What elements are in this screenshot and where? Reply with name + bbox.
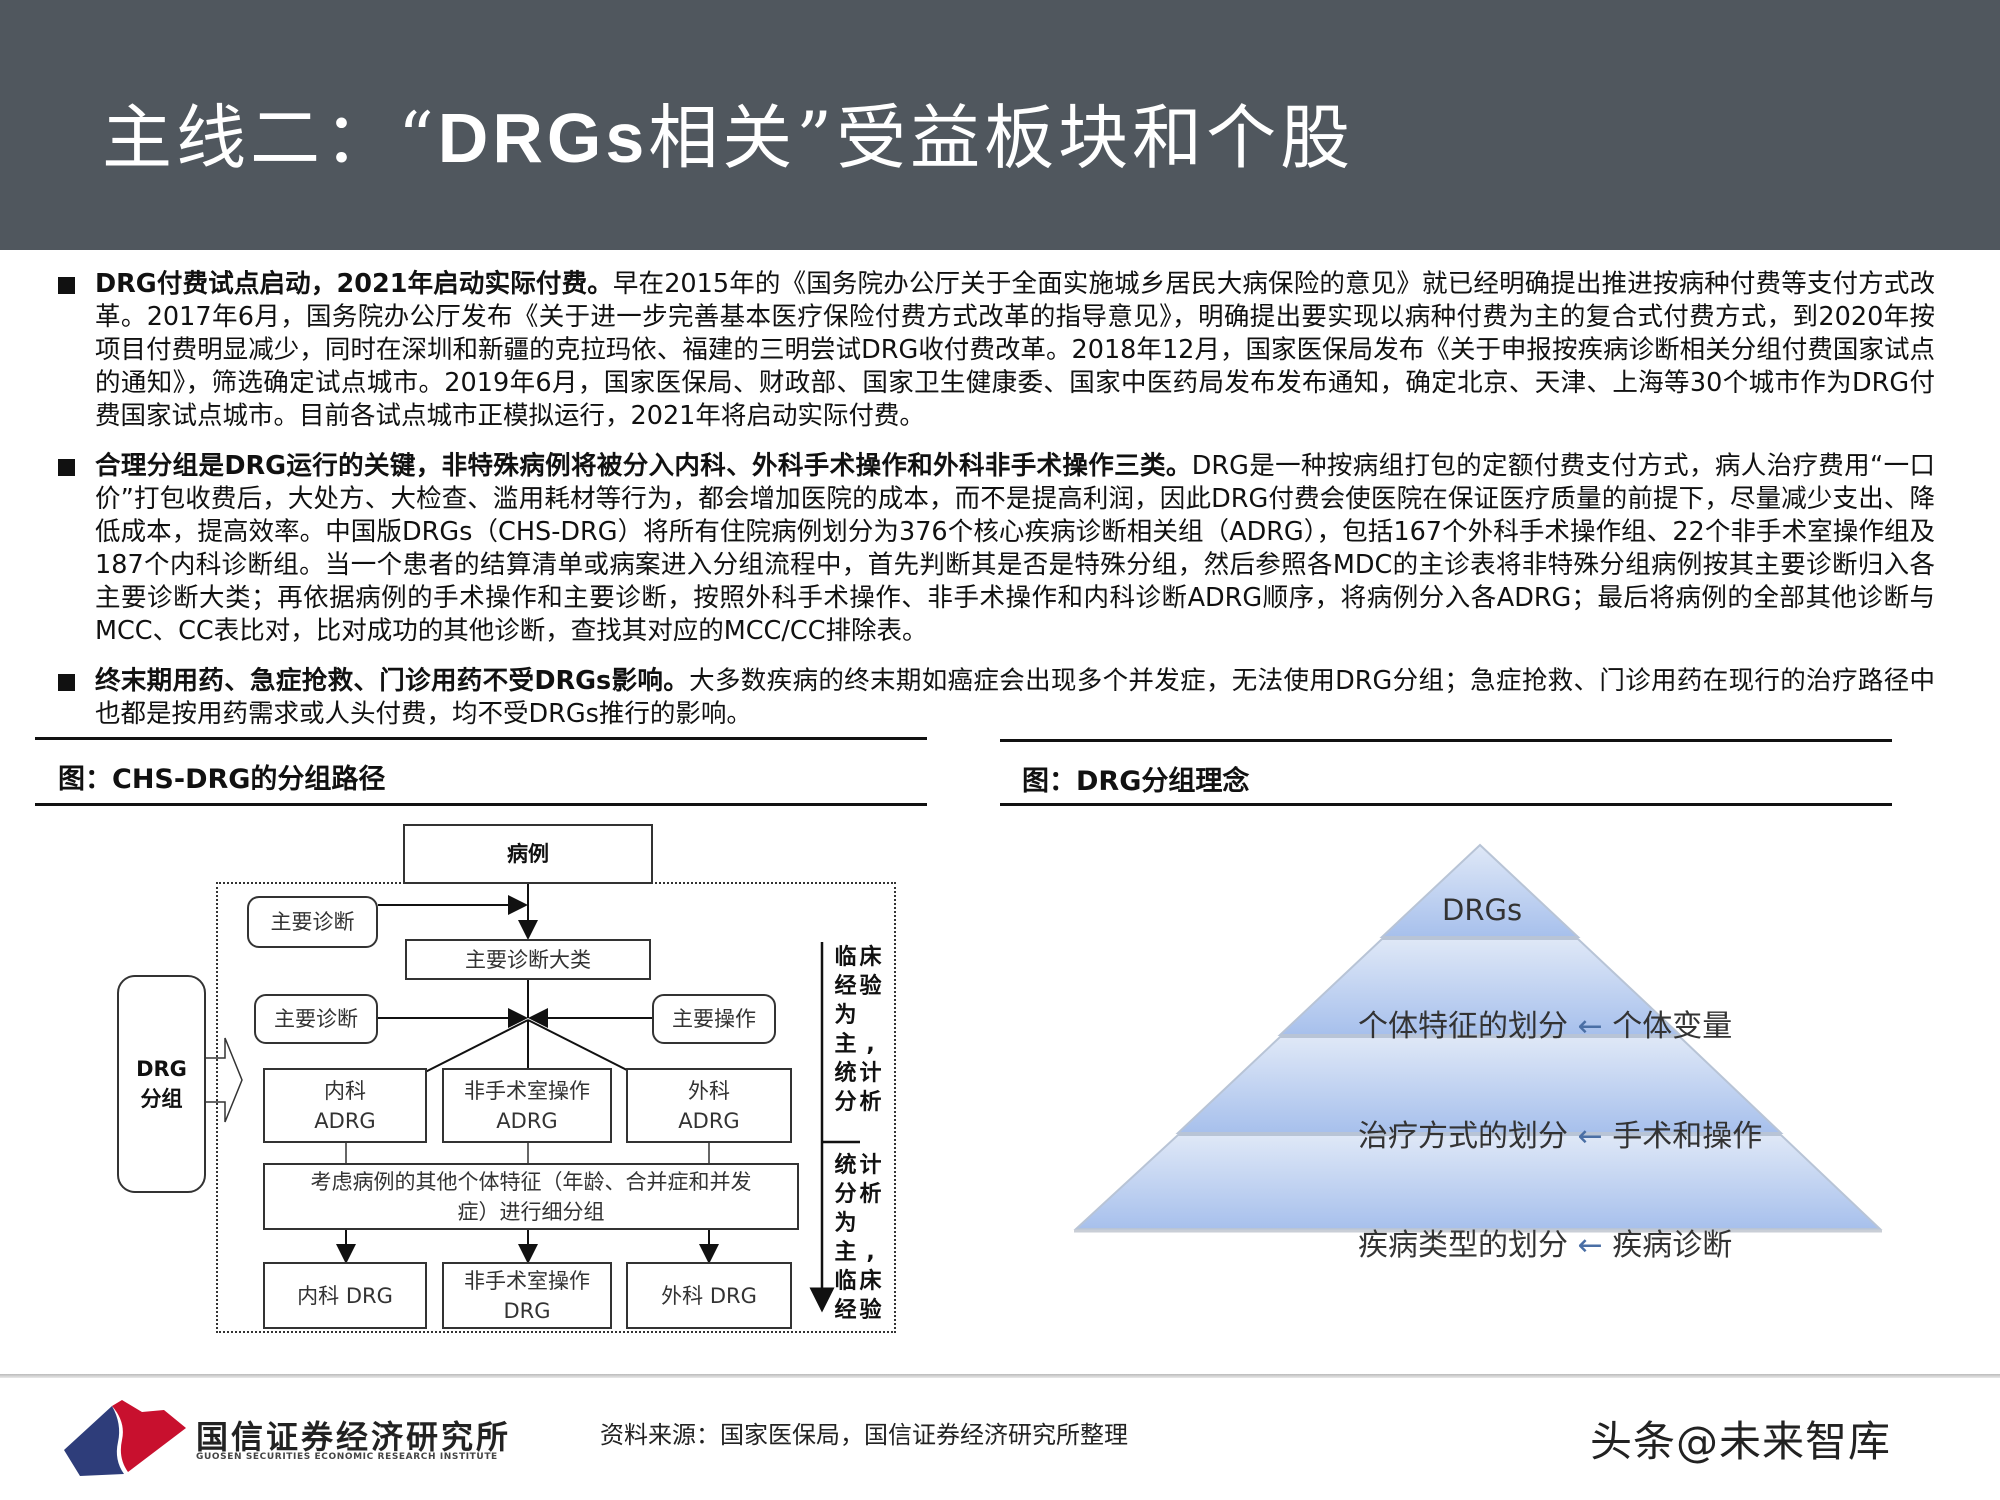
bullet-paragraph: DRG付费试点启动，2021年启动实际付费。早在2015年的《国务院办公厅关于全… [55, 268, 1935, 433]
guosen-logo-icon [64, 1400, 186, 1476]
subgroup-box: 考虑病例的其他个体特征（年龄、合并症和并发症）进行细分组 [263, 1163, 799, 1230]
page-title: 主线二：“DRGs相关”受益板块和个股 [102, 97, 1355, 179]
footer-divider [0, 1374, 2000, 1378]
square-bullet-icon [58, 277, 75, 294]
source-note: 资料来源：国家医保局，国信证券经济研究所整理 [600, 1421, 1128, 1449]
bullet-list: DRG付费试点启动，2021年启动实际付费。早在2015年的《国务院办公厅关于全… [55, 268, 1935, 731]
left-arrow-icon: ← [1577, 1119, 1603, 1154]
left-figure-top-rule [35, 737, 927, 740]
main-diagnosis-box-1: 主要诊断 [247, 896, 378, 948]
right-figure-bottom-rule [1000, 803, 1892, 806]
header-banner: 主线二：“DRGs相关”受益板块和个股 [0, 0, 2000, 250]
watermark: 头条@未来智库 [1590, 1417, 1892, 1466]
right-figure-caption: 图：DRG分组理念 [1022, 766, 1250, 797]
main-diagnosis-box-2: 主要诊断 [254, 994, 378, 1044]
square-bullet-icon [58, 459, 75, 476]
bullet-paragraph: 终末期用药、急症抢救、门诊用药不受DRGs影响。大多数疾病的终末期如癌症会出现多… [55, 665, 1935, 731]
right-figure-top-rule [1000, 739, 1892, 742]
logo-chinese-name: 国信证券经济研究所 [196, 1418, 512, 1456]
left-figure-caption: 图：CHS-DRG的分组路径 [58, 764, 386, 795]
left-figure-bottom-rule [35, 803, 927, 806]
pyramid-level-treatment: 治疗方式的划分 ← 手术和操作 [1358, 1119, 1763, 1154]
pyramid-level-disease: 疾病类型的划分 ← 疾病诊断 [1358, 1228, 1733, 1263]
pyramid-apex-label: DRGs [1442, 893, 1523, 927]
logo-english-name: GUOSEN SECURITIES ECONOMIC RESEARCH INST… [196, 1452, 498, 1462]
mdc-box: 主要诊断大类 [405, 939, 651, 980]
square-bullet-icon [58, 674, 75, 691]
internal-drg-box: 内科 DRG [263, 1262, 427, 1329]
bullet-paragraph: 合理分组是DRG运行的关键，非特殊病例将被分入内科、外科手术操作和外科非手术操作… [55, 450, 1935, 648]
pyramid-level-individual: 个体特征的划分 ← 个体变量 [1358, 1009, 1733, 1044]
left-arrow-icon: ← [1577, 1009, 1603, 1044]
left-arrow-icon: ← [1577, 1228, 1603, 1263]
case-box: 病例 [403, 824, 653, 884]
main-operation-box: 主要操作 [652, 994, 776, 1044]
surgical-drg-box: 外科 DRG [626, 1262, 792, 1329]
